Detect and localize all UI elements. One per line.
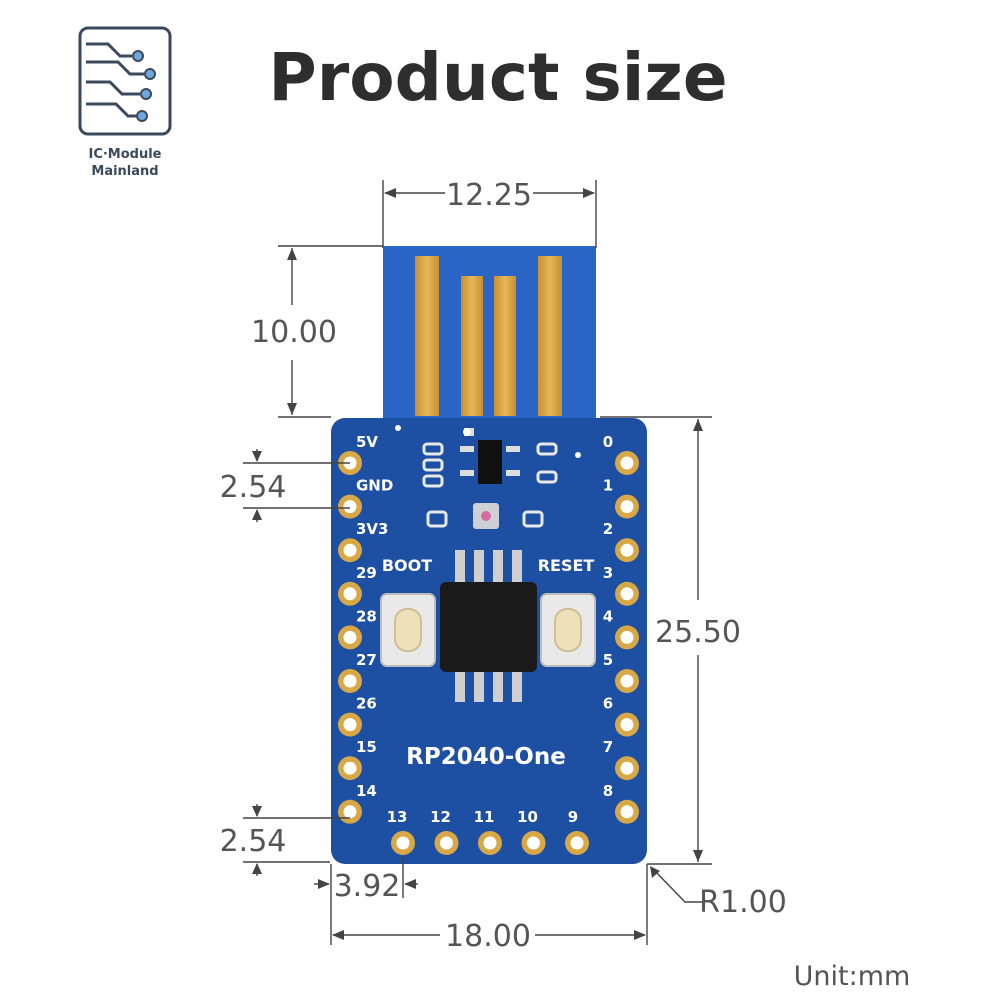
dim-pin-pitch-bottom: 2.54: [220, 804, 350, 876]
brand-logo: IC·Module Mainland: [78, 26, 172, 179]
bottom-pin-pads: [391, 831, 589, 855]
reset-button-cap-icon: [554, 608, 582, 652]
regulator-chip-icon: [478, 440, 502, 484]
flash-chip-icon: [440, 550, 537, 702]
bottom-pin-pad: [565, 831, 589, 855]
dim-board-height: 25.50: [600, 416, 741, 865]
bottom-pin-label: 13: [387, 808, 408, 826]
logo-text-line1: IC·Module: [88, 147, 161, 162]
dim-board-width-label: 18.00: [445, 919, 531, 954]
left-pin-pad: [338, 538, 362, 563]
dim-bottom-offset: 3.92: [314, 856, 418, 945]
dim-bottom-offset-label: 3.92: [334, 869, 401, 904]
logo-frame-icon: [78, 26, 172, 136]
right-pin-pads: [615, 451, 639, 824]
dim-pin-pitch-top: 2.54: [220, 449, 350, 522]
right-pin-pad: [615, 451, 639, 475]
reset-label: RESET: [538, 556, 595, 575]
bottom-pin-pad: [521, 831, 546, 855]
boot-button[interactable]: [380, 593, 436, 667]
dim-pin-pitch-top-label: 2.54: [220, 470, 287, 505]
bottom-pin-label: 12: [430, 808, 451, 826]
dim-usb-width-label: 12.25: [446, 178, 532, 213]
right-pin-label: 3: [603, 564, 613, 582]
bottom-pin-pad: [391, 831, 415, 855]
board-name: RP2040-One: [406, 744, 566, 770]
right-pin-pad: [615, 799, 639, 824]
bottom-pin-label: 9: [568, 808, 578, 826]
right-pin-pad: [615, 756, 639, 781]
left-pin-label: 5V: [356, 433, 378, 451]
right-pin-label: 0: [603, 433, 613, 451]
dim-corner-radius: R1.00: [646, 864, 787, 945]
logo-dots-icon: [132, 50, 156, 122]
bottom-pin-label: 11: [474, 808, 495, 826]
dim-usb-length-label: 10.00: [251, 315, 337, 350]
left-pin-label: 28: [356, 607, 377, 625]
usb-connector: [383, 246, 596, 422]
left-pin-pad: [338, 625, 362, 650]
right-pin-pad: [615, 625, 639, 650]
right-pin-pad: [615, 669, 639, 693]
usb-contact-dplus: [494, 276, 516, 416]
left-pin-pad: [338, 669, 362, 693]
left-pin-pad: [338, 799, 362, 824]
left-pin-labels: 5V GND 3V3 29 28 27 26 15 14: [356, 433, 393, 800]
bottom-pin-label: 10: [517, 808, 538, 826]
left-pin-pads: [338, 451, 362, 824]
circuit-icon: [86, 42, 144, 118]
dim-corner-radius-label: R1.00: [699, 885, 787, 920]
bottom-pin-pad: [434, 831, 459, 855]
usb-pcb-tab: [383, 246, 596, 422]
right-pin-label: 2: [603, 520, 613, 538]
right-pin-label: 8: [603, 782, 613, 800]
logo-text-line2: Mainland: [91, 164, 158, 179]
right-pin-label: 4: [603, 607, 613, 625]
left-pin-label: 14: [356, 782, 377, 800]
pcb-board: BOOT RESET RP2040-One 5VGND3V32928272615…: [331, 418, 647, 864]
page-title: Product size: [268, 39, 727, 116]
dim-usb-width: 12.25: [382, 178, 597, 248]
right-pin-pad: [615, 712, 639, 737]
dim-usb-length: 10.00: [251, 245, 383, 418]
left-pin-label: 3V3: [356, 520, 388, 538]
boot-label: BOOT: [382, 556, 432, 575]
dim-board-height-label: 25.50: [655, 615, 741, 650]
left-pin-label: 26: [356, 695, 377, 713]
right-pin-label: 5: [603, 651, 613, 669]
right-pin-pad: [615, 581, 639, 606]
usb-contact-vbus: [415, 256, 439, 416]
usb-contact-dminus: [461, 276, 483, 416]
left-pin-pad: [338, 494, 362, 519]
left-pin-pad: [338, 756, 362, 781]
top-components: [395, 425, 581, 529]
reset-button[interactable]: [540, 593, 596, 667]
dim-pin-pitch-bottom-label: 2.54: [220, 824, 287, 859]
right-pin-label: 6: [603, 695, 613, 713]
left-pin-label: 15: [356, 738, 377, 756]
right-pin-labels: 0 1 2 3 4 5 6 7 8: [603, 433, 613, 800]
unit-label: Unit:mm: [794, 961, 911, 992]
left-pin-label: GND: [356, 477, 393, 495]
left-pin-pad: [338, 581, 362, 606]
dim-board-width: 18.00: [332, 919, 646, 954]
boot-button-cap-icon: [394, 608, 422, 652]
left-pin-pad: [338, 712, 362, 737]
bottom-pin-labels: 13 12 11 10 9: [387, 808, 579, 826]
usb-contact-gnd: [538, 256, 562, 416]
right-pin-pad: [615, 538, 639, 563]
right-pin-label: 7: [603, 738, 613, 756]
left-pin-label: 27: [356, 651, 377, 669]
right-pin-pad: [615, 494, 639, 519]
bottom-pin-pad: [478, 831, 502, 855]
left-pin-label: 29: [356, 564, 377, 582]
right-pin-label: 1: [603, 477, 613, 495]
